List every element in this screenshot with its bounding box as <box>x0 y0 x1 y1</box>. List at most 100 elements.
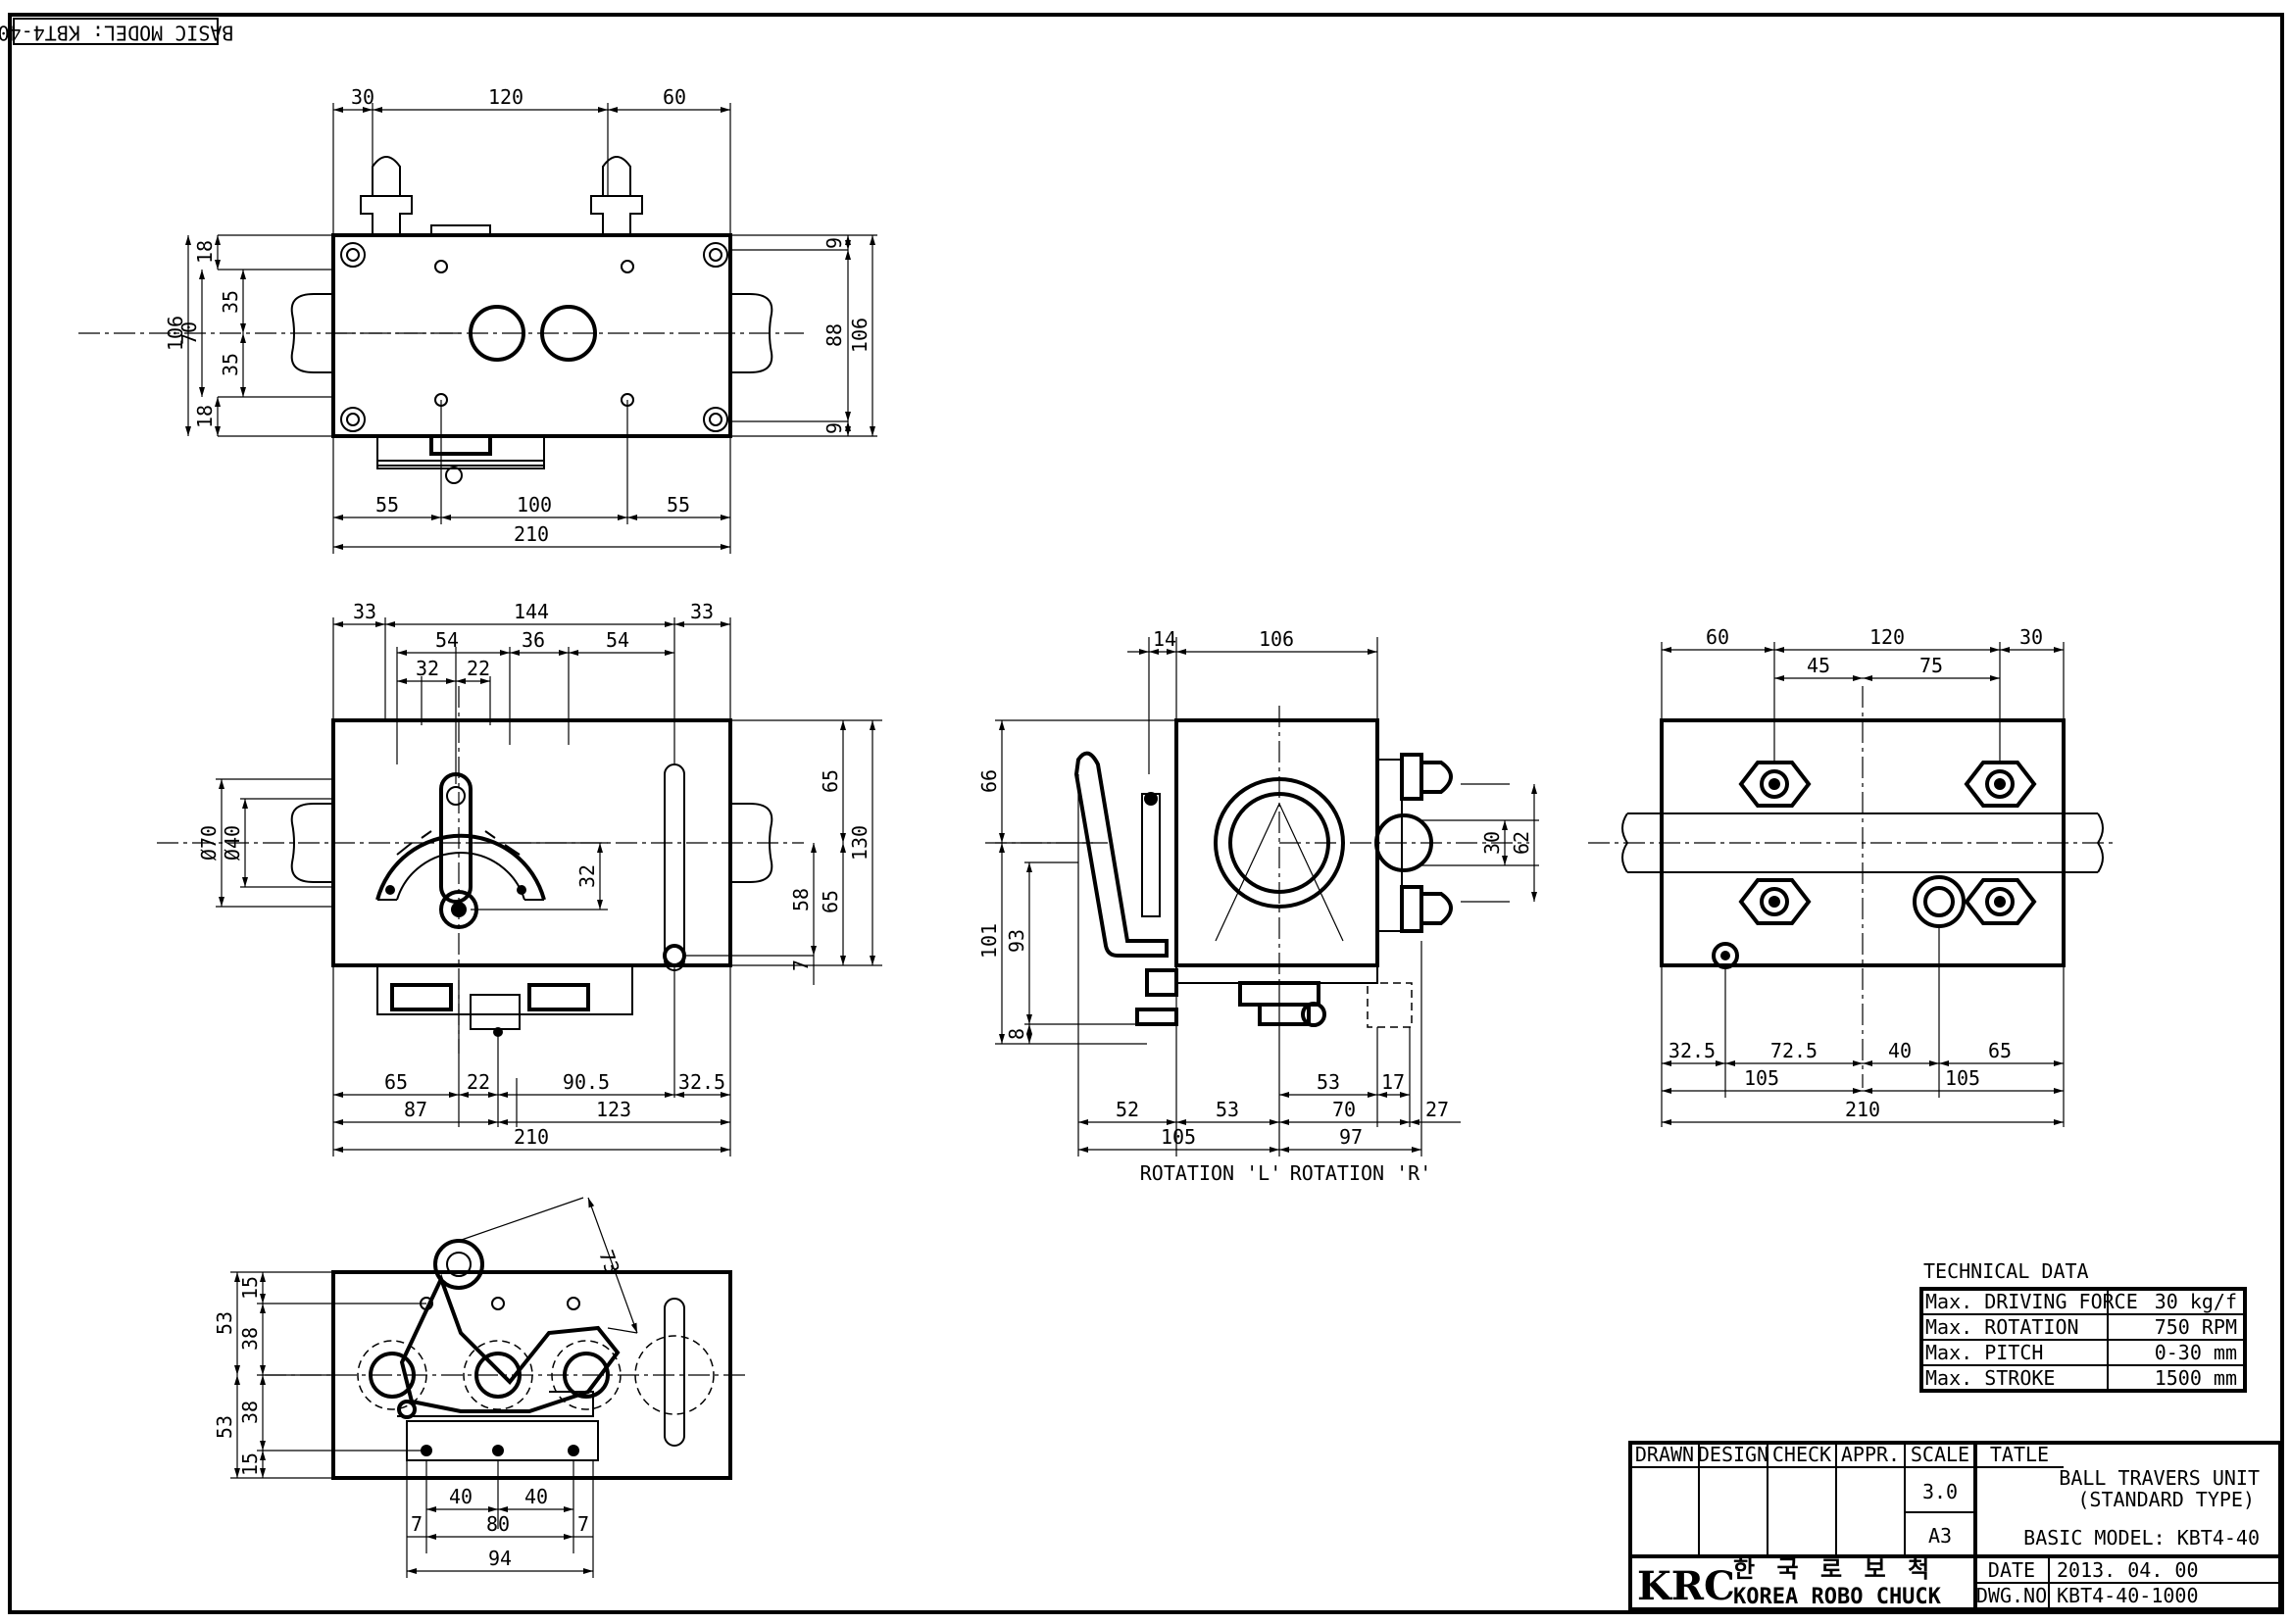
top-body <box>331 233 732 438</box>
bottom-dim-5: 7 <box>577 1512 589 1536</box>
top-left-dim-4: 18 <box>193 405 217 428</box>
side-right-dim-1: 30 <box>1480 831 1504 855</box>
rear-bottom-dim-2: 72.5 <box>1770 1039 1818 1062</box>
basic-model-tag-text: BASIC MODEL: KBT4-40 <box>0 22 233 45</box>
front-top-dim-7: 32 <box>416 657 439 680</box>
bearing-right <box>540 305 597 362</box>
bottom-dim-4: 80 <box>486 1512 510 1536</box>
front-top-dim-8: 22 <box>467 657 490 680</box>
top-left-dim-5: 106 <box>164 316 187 351</box>
top-dim-2: 120 <box>488 85 523 109</box>
adjust-knobs <box>360 156 643 236</box>
top-bottom-dim-4: 210 <box>514 522 549 546</box>
td-row-1-label: Max. DRIVING FORCE <box>1925 1290 2138 1313</box>
tb-dwg-value: KBT4-40-1000 <box>2057 1584 2199 1607</box>
bearing-left <box>469 305 525 362</box>
tb-title-line-1: BALL TRAVERS UNIT <box>2059 1466 2260 1490</box>
top-bottom-dim-3: 55 <box>667 493 690 517</box>
side-left-dim-2: 101 <box>977 923 1001 959</box>
front-bottom-dim-2: 22 <box>467 1070 490 1094</box>
front-right-dim-5: 7 <box>789 960 813 971</box>
side-bottom-dim-8: 97 <box>1339 1125 1363 1149</box>
front-left-dim-2: Ø40 <box>221 825 244 861</box>
front-top-dim-1: 33 <box>353 600 376 623</box>
tb-paper-size: A3 <box>1928 1524 1952 1548</box>
rotation-l-caption: ROTATION 'L' <box>1140 1161 1282 1185</box>
bottom-left-dim-2: 38 <box>238 1327 262 1351</box>
side-bottom-dim-1: 53 <box>1317 1070 1340 1094</box>
front-bottom-dim-4: 32.5 <box>678 1070 725 1094</box>
bottom-left-dim-4: 15 <box>238 1452 262 1476</box>
rear-bottom-dim-6: 105 <box>1945 1066 1980 1090</box>
top-right-dim-4: 9 <box>822 422 846 434</box>
side-view: 14 106 66 101 93 8 30 62 53 17 5 <box>977 627 1539 1185</box>
top-view: 30 120 60 18 35 35 18 106 70 9 88 106 9 <box>78 85 877 554</box>
sheet-border <box>8 13 2284 1614</box>
pitch-dial <box>375 772 546 929</box>
tb-date-label: DATE <box>1988 1558 2035 1582</box>
bottom-linkage <box>357 1239 715 1461</box>
title-block: DRAWN DESIGN CHECK APPR. SCALE 3.0 A3 TA… <box>1628 1441 2282 1611</box>
rear-bottom-dim-4: 65 <box>1988 1039 2012 1062</box>
rear-top-dim-3: 30 <box>2019 625 2043 649</box>
top-left-dim-1: 18 <box>193 240 217 264</box>
bottom-dim-3: 7 <box>411 1512 423 1536</box>
tb-header-scale: SCALE <box>1911 1443 1969 1466</box>
tb-header-design: DESIGN <box>1698 1443 1768 1466</box>
td-row-3-label: Max. PITCH <box>1925 1341 2043 1364</box>
tb-scale-value: 3.0 <box>1922 1480 1958 1503</box>
front-top-dim-3: 33 <box>690 600 714 623</box>
td-row-2-label: Max. ROTATION <box>1925 1315 2079 1339</box>
side-bottom-dim-2: 17 <box>1381 1070 1405 1094</box>
side-base <box>1175 964 1413 1028</box>
td-row-2-value: 750 RPM <box>2155 1315 2237 1339</box>
front-shaft-left <box>290 803 333 883</box>
bottom-left-dim-6: 53 <box>213 1415 236 1439</box>
bottom-left-dim-1: 15 <box>238 1276 262 1300</box>
bottom-dim-1: 40 <box>449 1485 473 1508</box>
front-top-dim-2: 144 <box>514 600 549 623</box>
top-left-dim-3: 35 <box>219 353 242 376</box>
side-body <box>1174 718 1379 967</box>
tb-date-value: 2013. 04. 00 <box>2057 1558 2199 1582</box>
rear-view: 60 120 30 45 75 32.5 72.5 40 65 105 105 … <box>1588 625 2117 1127</box>
side-left-dim-1: 66 <box>977 769 1001 793</box>
front-top-dim-5: 36 <box>522 628 545 652</box>
side-bottom-dim-6: 27 <box>1425 1098 1449 1121</box>
basic-model-tag: BASIC MODEL: KBT4-40 <box>0 18 233 45</box>
front-base <box>376 964 633 1037</box>
td-row-4-label: Max. STROKE <box>1925 1366 2055 1390</box>
front-bottom-dim-3: 90.5 <box>563 1070 610 1094</box>
side-left-dim-3: 93 <box>1005 929 1028 953</box>
front-right-dim-2: 130 <box>848 825 872 861</box>
side-bottom-dim-4: 53 <box>1216 1098 1239 1121</box>
rear-bottom-dim-7: 210 <box>1845 1098 1880 1121</box>
rear-bottom-dim-5: 105 <box>1744 1066 1779 1090</box>
tb-header-drawn: DRAWN <box>1635 1443 1694 1466</box>
front-top-dim-4: 54 <box>435 628 459 652</box>
td-row-3-value: 0-30 mm <box>2155 1341 2237 1364</box>
front-right-dim-4: 65 <box>819 890 842 913</box>
top-left-dim-6: 70 <box>177 321 201 345</box>
rear-top-dim-5: 75 <box>1919 654 1943 677</box>
tb-dwg-label: DWG.NO <box>1976 1584 2047 1607</box>
side-lever <box>1073 751 1178 1026</box>
side-bottom-dim-3: 52 <box>1116 1098 1139 1121</box>
tb-basic-model: BASIC MODEL: KBT4-40 <box>2023 1526 2260 1550</box>
front-bottom-dim-6: 123 <box>596 1098 631 1121</box>
tb-header-appr: APPR. <box>1841 1443 1900 1466</box>
top-right-dim-1: 9 <box>822 237 846 249</box>
bottom-left-dim-5: 53 <box>213 1311 236 1335</box>
front-center-dim: 32 <box>575 864 599 888</box>
td-row-4-value: 1500 mm <box>2155 1366 2237 1390</box>
td-row-1-value: 30 kg/f <box>2155 1290 2237 1313</box>
technical-data-title: TECHNICAL DATA <box>1923 1259 2089 1283</box>
shaft-right <box>730 293 773 373</box>
top-dim-3: 60 <box>663 85 686 109</box>
front-bottom-dim-5: 87 <box>404 1098 427 1121</box>
bottom-bracket <box>376 434 545 484</box>
side-top-dim-1: 14 <box>1153 627 1176 651</box>
bottom-view: 73 15 38 38 15 53 53 40 40 7 80 7 94 <box>213 1197 745 1578</box>
rear-bottom-dim-1: 32.5 <box>1668 1039 1716 1062</box>
